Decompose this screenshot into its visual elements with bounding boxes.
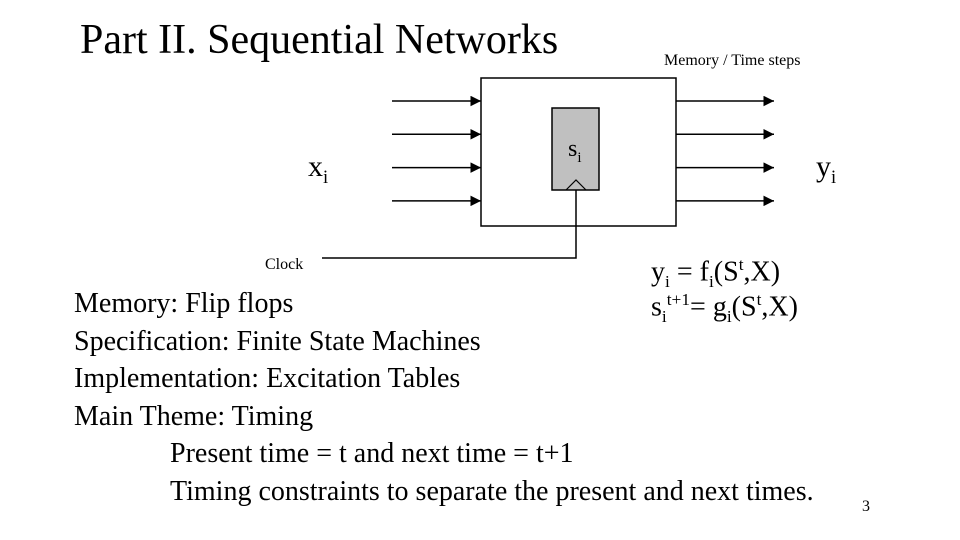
next-state-equation: sit+1= gi(St,X) xyxy=(651,290,798,326)
state-register-box xyxy=(551,107,600,191)
page-number: 3 xyxy=(862,498,870,515)
inputs-label: xi xyxy=(308,150,329,188)
output-arrows xyxy=(676,95,774,207)
bullet-list: Memory: Flip flops Specification: Finite… xyxy=(74,285,814,510)
outputs-label: yi xyxy=(816,150,837,188)
clock-label: Clock xyxy=(265,256,304,273)
slide-title: Part II. Sequential Networks xyxy=(80,17,559,63)
output-equation: yi = fi(St,X) xyxy=(651,255,781,291)
sub-bullet-present-time: Present time = t and next time = t+1 xyxy=(170,438,574,469)
bullet-memory: Memory: Flip flops xyxy=(74,288,294,319)
sub-bullet-timing-constraints: Timing constraints to separate the prese… xyxy=(170,475,814,507)
state-label: si xyxy=(568,136,582,166)
bullet-specification: Specification: Finite State Machines xyxy=(74,325,481,357)
bullet-implementation: Implementation: Excitation Tables xyxy=(74,363,461,394)
bullet-main-theme: Main Theme: Timing xyxy=(74,400,314,432)
clock-line xyxy=(322,190,577,259)
input-arrows xyxy=(392,95,481,207)
clock-edge-triangle xyxy=(565,179,587,191)
memory-time-steps-label: Memory / Time steps xyxy=(664,52,801,69)
